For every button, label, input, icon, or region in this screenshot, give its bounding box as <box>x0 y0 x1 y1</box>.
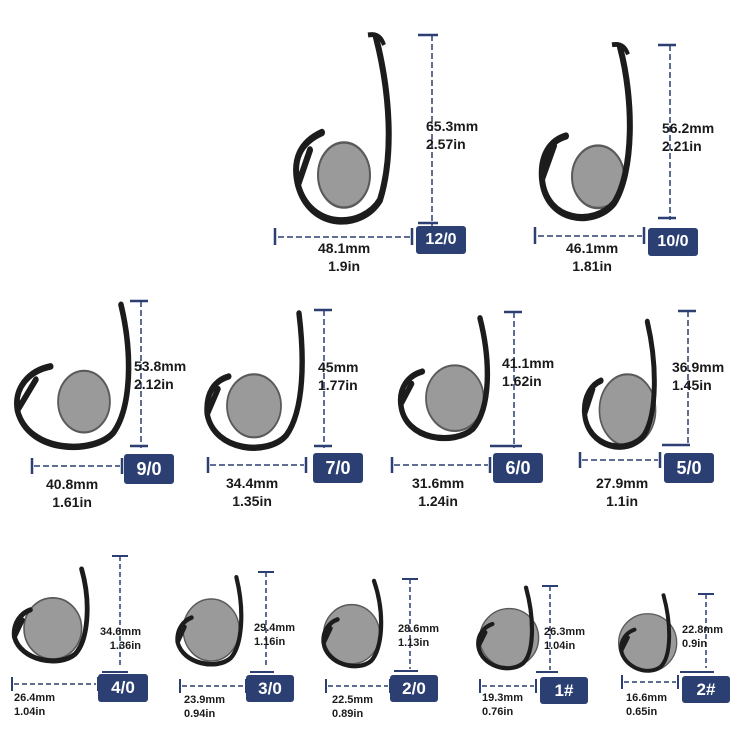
width-in: 1.61in <box>52 493 92 510</box>
length-in: 1.36in <box>109 639 141 652</box>
width-mm: 46.1mm <box>566 240 619 256</box>
size-badge: 2# <box>682 676 730 703</box>
size-badge: 2/0 <box>390 675 438 702</box>
width-in: 0.65in <box>626 705 658 718</box>
length-in: 1.13in <box>398 636 430 649</box>
length-in: 1.62in <box>502 372 542 389</box>
length-in: 2.12in <box>134 375 174 392</box>
size-badge: 9/0 <box>124 454 174 484</box>
width-mm: 23.9mm <box>184 694 225 706</box>
hook-3-0-image <box>175 574 244 667</box>
length-mm: 41.1mm <box>502 355 555 371</box>
size-badge: 7/0 <box>313 453 363 483</box>
hook-7-0-image <box>204 310 305 451</box>
hook-size-10-0: 56.2mm 2.21in 46.1mm 1.81in 10/0 <box>530 40 730 280</box>
hook-size-2: 22.8mm 0.9in 16.6mm 0.65in 2# <box>616 590 748 722</box>
width-mm: 27.9mm <box>596 475 649 491</box>
size-badge: 12/0 <box>416 226 466 254</box>
hook-size-5-0: 36.9mm 1.45in 27.9mm 1.1in 5/0 <box>578 305 743 515</box>
length-in: 0.9in <box>682 637 708 650</box>
length-mm: 22.8mm <box>682 624 723 636</box>
width-in: 1.1in <box>606 492 639 509</box>
width-in: 0.89in <box>332 707 364 720</box>
length-mm: 56.2mm <box>662 120 715 136</box>
length-mm: 34.6mm <box>100 626 141 638</box>
length-in: 1.77in <box>318 376 358 393</box>
length-mm: 26.3mm <box>544 626 585 638</box>
width-in: 1.35in <box>232 492 272 509</box>
hook-4-0-image <box>11 566 90 664</box>
width-in: 1.04in <box>14 705 46 718</box>
hook-size-4-0: 34.6mm 1.36in 26.4mm 1.04in 4/0 <box>8 552 168 722</box>
width-in: 1.24in <box>418 492 458 509</box>
length-mm: 65.3mm <box>426 118 479 134</box>
hook-5-0-image <box>581 318 657 450</box>
nickel-coin <box>57 369 111 434</box>
width-mm: 19.3mm <box>482 692 523 704</box>
length-mm: 36.9mm <box>672 359 725 375</box>
width-in: 1.9in <box>328 257 361 274</box>
length-in: 2.57in <box>426 135 466 152</box>
size-badge: 10/0 <box>648 228 698 256</box>
width-mm: 31.6mm <box>412 475 465 491</box>
width-mm: 40.8mm <box>46 476 99 492</box>
hook-size-7-0: 45mm 1.77in 34.4mm 1.35in 7/0 <box>200 305 380 515</box>
width-mm: 48.1mm <box>318 240 371 256</box>
hook-size-1: 26.3mm 1.04in 19.3mm 0.76in 1# <box>470 582 610 722</box>
length-in: 1.45in <box>672 376 712 393</box>
width-in: 0.76in <box>482 705 514 718</box>
hook-1-image <box>476 585 540 671</box>
length-in: 2.21in <box>662 137 702 154</box>
width-mm: 22.5mm <box>332 694 373 706</box>
size-badge: 6/0 <box>493 453 543 483</box>
length-mm: 53.8mm <box>134 358 187 374</box>
width-in: 1.81in <box>572 257 612 274</box>
hook-12-0-image <box>293 32 392 225</box>
width-mm: 16.6mm <box>626 692 667 704</box>
hook-10-0-image <box>538 42 633 222</box>
length-mm: 45mm <box>318 359 359 375</box>
hook-size-6-0: 41.1mm 1.62in 31.6mm 1.24in 6/0 <box>390 310 570 515</box>
nickel-coin <box>182 598 240 662</box>
size-badge: 3/0 <box>246 675 294 702</box>
size-badge: 1# <box>540 677 588 704</box>
length-in: 1.16in <box>254 635 286 648</box>
hook-2-0-image <box>321 578 384 669</box>
hook-size-9-0: 53.8mm 2.12in 40.8mm 1.61in 9/0 <box>10 296 195 516</box>
hook-size-2-0: 28.6mm 1.13in 22.5mm 0.89in 2/0 <box>318 575 458 723</box>
nickel-coin <box>425 364 485 432</box>
length-mm: 28.6mm <box>398 623 439 635</box>
width-mm: 26.4mm <box>14 692 55 704</box>
size-badge: 4/0 <box>98 674 148 702</box>
hook-size-3-0: 29.4mm 1.16in 23.9mm 0.94in 3/0 <box>172 568 312 723</box>
size-badge: 5/0 <box>664 453 714 483</box>
length-mm: 29.4mm <box>254 622 295 634</box>
nickel-coin <box>226 373 282 439</box>
width-mm: 34.4mm <box>226 475 279 491</box>
hook-6-0-image <box>397 315 491 442</box>
width-in: 0.94in <box>184 707 216 720</box>
nickel-coin <box>322 603 381 665</box>
hook-2-image <box>617 593 678 673</box>
hook-size-12-0: 65.3mm 2.57in 48.1mm 1.9in 12/0 <box>270 30 478 280</box>
nickel-coin <box>317 141 371 209</box>
nickel-coin <box>23 597 83 660</box>
length-in: 1.04in <box>544 639 576 652</box>
hook-9-0-image <box>14 301 132 451</box>
